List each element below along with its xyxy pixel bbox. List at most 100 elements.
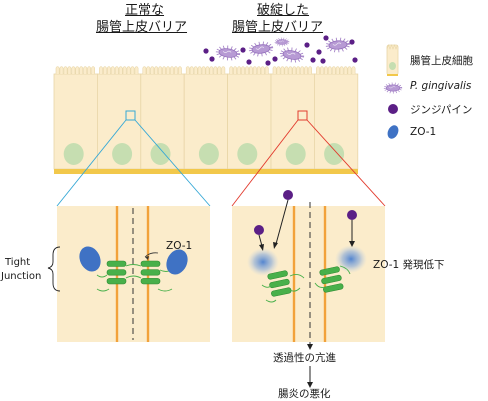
microvilli xyxy=(142,66,182,74)
claudin-bar xyxy=(319,266,340,276)
epithelium-layer xyxy=(53,66,359,170)
gingipain-arrow-left xyxy=(258,234,263,247)
normal-title-line1: 正常な xyxy=(125,3,165,18)
broken-zoom-line-right xyxy=(306,119,386,207)
claudin-bar xyxy=(106,278,127,285)
bacteria-detail xyxy=(286,52,296,55)
claudin-bar xyxy=(106,260,127,267)
legend-bacteria xyxy=(383,82,403,94)
epithelial-cell xyxy=(140,66,185,170)
claudin-stack-broken-left xyxy=(267,270,292,297)
zo1-diffuse-left xyxy=(247,248,279,276)
epithelial-cell xyxy=(270,66,315,170)
epithelial-cell xyxy=(227,66,272,170)
gingipain-arrowhead-upper xyxy=(273,242,278,249)
microvilli xyxy=(55,66,95,74)
normal-zoom-box xyxy=(125,110,136,121)
bacteria-detail xyxy=(222,50,232,53)
gingipain-dot xyxy=(272,56,278,62)
gingipain-dot xyxy=(203,48,209,54)
bacteria-body xyxy=(251,44,271,54)
bacteria-detail xyxy=(332,42,342,46)
broken-zoom-box xyxy=(297,110,308,121)
gingipain-dot-upper xyxy=(283,190,293,200)
bacteria-cluster xyxy=(215,37,351,63)
enteritis-label: 腸炎の悪化 xyxy=(278,388,331,400)
legend-zo1-label: ZO-1 xyxy=(410,126,437,138)
legend-gingipain-icon xyxy=(388,104,398,114)
broken-claudin-left xyxy=(267,270,292,297)
bacteria-body xyxy=(276,39,288,45)
broken-title-line2: 腸管上皮バリア xyxy=(232,20,324,35)
broken-tight-junction xyxy=(261,265,351,303)
claudin-bar xyxy=(271,287,292,297)
legend-zo1-icon xyxy=(387,125,399,139)
normal-zoom-line-left xyxy=(56,119,127,207)
legend-bacteria-icon xyxy=(383,82,403,94)
permeability-label: 透過性の亢進 xyxy=(273,352,336,364)
bacteria-small xyxy=(274,37,290,47)
zo1-pointer-arrow xyxy=(144,252,159,258)
gingipain-arrowhead-right xyxy=(349,241,355,247)
cell-nucleus xyxy=(285,143,306,165)
gingipain-dot xyxy=(320,58,326,64)
normal-tight-junction xyxy=(96,260,173,292)
normal-zoom-line-right xyxy=(134,119,211,207)
zo1-reduced-label: ZO-1 発現低下 xyxy=(373,259,445,271)
legend-bacteria-label: P. gingivalis xyxy=(410,80,472,92)
zo1-protein-right xyxy=(166,249,188,275)
claudin-bar xyxy=(140,269,161,276)
bacteria-fimbriae xyxy=(383,82,403,94)
legend-cell-icon xyxy=(386,44,399,76)
bacteria-fimbriae xyxy=(325,37,351,53)
gingipain-dot-right xyxy=(347,210,357,220)
microvilli xyxy=(272,66,312,74)
cell-nucleus xyxy=(112,143,133,165)
bacteria-3 xyxy=(279,47,305,63)
bacteria-body xyxy=(218,48,238,58)
zo1-normal-label: ZO-1 xyxy=(166,240,193,252)
cell-nucleus xyxy=(324,143,345,165)
gingipain-dots-top xyxy=(203,35,358,66)
bacteria-body xyxy=(385,84,401,92)
epithelial-cell xyxy=(313,66,359,170)
tight-junction-label-line1: Tight xyxy=(5,257,31,268)
claudin-bar xyxy=(267,270,288,280)
legend-cell-label: 腸管上皮細胞 xyxy=(410,55,473,67)
gingipain-dot xyxy=(349,39,355,45)
zo1-pointer-arrowhead xyxy=(145,256,149,260)
epithelial-cell xyxy=(97,66,142,170)
gingipain-dot xyxy=(209,56,215,62)
claudin-bar xyxy=(140,278,161,285)
normal-title-line2: 腸管上皮バリア xyxy=(96,20,188,35)
cell-nucleus xyxy=(150,143,171,165)
microvilli xyxy=(229,66,269,74)
gingipain-arrow-upper xyxy=(275,199,289,245)
tight-junction-label-line2: Junction xyxy=(1,271,42,282)
cell-nucleus xyxy=(63,143,84,165)
bacteria-fimbriae xyxy=(279,47,305,63)
bacteria-fimbriae xyxy=(248,41,274,57)
legend-gingipain-label: ジンジパイン xyxy=(410,104,473,116)
microvilli xyxy=(99,66,139,74)
claudin-stack-left xyxy=(106,260,127,285)
claudin-loops xyxy=(96,264,173,292)
claudin-bar xyxy=(140,260,161,267)
broken-claudin-loops xyxy=(261,265,351,303)
gingipain-dot xyxy=(316,49,322,55)
broken-zoom-line-left xyxy=(231,119,299,207)
broken-claudin-right xyxy=(319,266,344,293)
gingipain-dot xyxy=(265,60,271,66)
bacteria-1 xyxy=(215,45,241,61)
bacteria-body xyxy=(282,50,302,60)
bacteria-fimbriae xyxy=(215,45,241,61)
broken-title-line1: 破綻した xyxy=(257,3,310,18)
claudin-bar xyxy=(323,283,344,293)
permeability-arrowhead xyxy=(307,344,313,350)
bacteria-body xyxy=(328,40,348,50)
epithelial-cell xyxy=(53,66,98,170)
bacteria-2 xyxy=(248,41,274,57)
claudin-stack-broken-right xyxy=(319,266,344,293)
gingipain-dot xyxy=(352,57,358,63)
gingipain-arrowhead-left xyxy=(259,244,264,251)
